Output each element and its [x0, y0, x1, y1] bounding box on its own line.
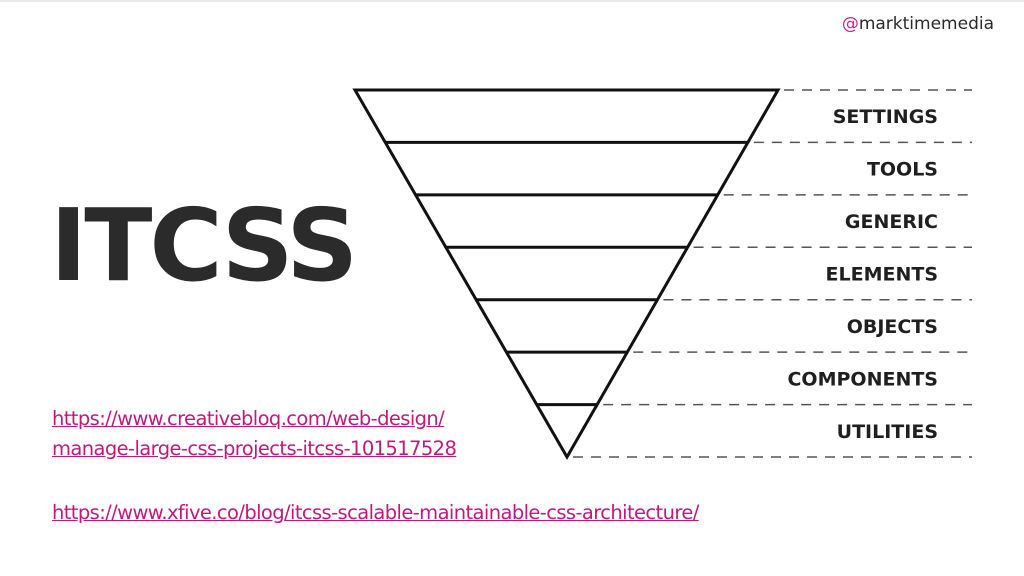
- layer-label-utilities: UTILITIES: [837, 421, 938, 443]
- xfive-link[interactable]: https://www.xfive.co/blog/itcss-scalable…: [52, 501, 699, 524]
- layer-label-tools: TOOLS: [867, 159, 938, 181]
- top-divider: [0, 0, 1024, 2]
- layer-label-objects: OBJECTS: [847, 316, 938, 338]
- layer-label-components: COMPONENTS: [787, 368, 938, 390]
- layer-label-generic: GENERIC: [845, 211, 938, 233]
- layer-label-elements: ELEMENTS: [826, 264, 939, 286]
- twitter-handle: @marktimemedia: [842, 14, 994, 34]
- at-sign: @: [841, 14, 859, 34]
- reference-links: https://www.creativebloq.com/web-design/…: [52, 404, 699, 528]
- layer-label-settings: SETTINGS: [833, 106, 938, 128]
- handle-name: marktimemedia: [858, 14, 994, 34]
- creativebloq-link[interactable]: https://www.creativebloq.com/web-design/…: [52, 404, 699, 464]
- triangle-outline: [352, 88, 781, 461]
- page-title: ITCSS: [50, 187, 358, 304]
- creativebloq-link-line2: manage-large-css-projects-itcss-10151752…: [52, 437, 457, 460]
- creativebloq-link-line1: https://www.creativebloq.com/web-design/: [52, 407, 445, 430]
